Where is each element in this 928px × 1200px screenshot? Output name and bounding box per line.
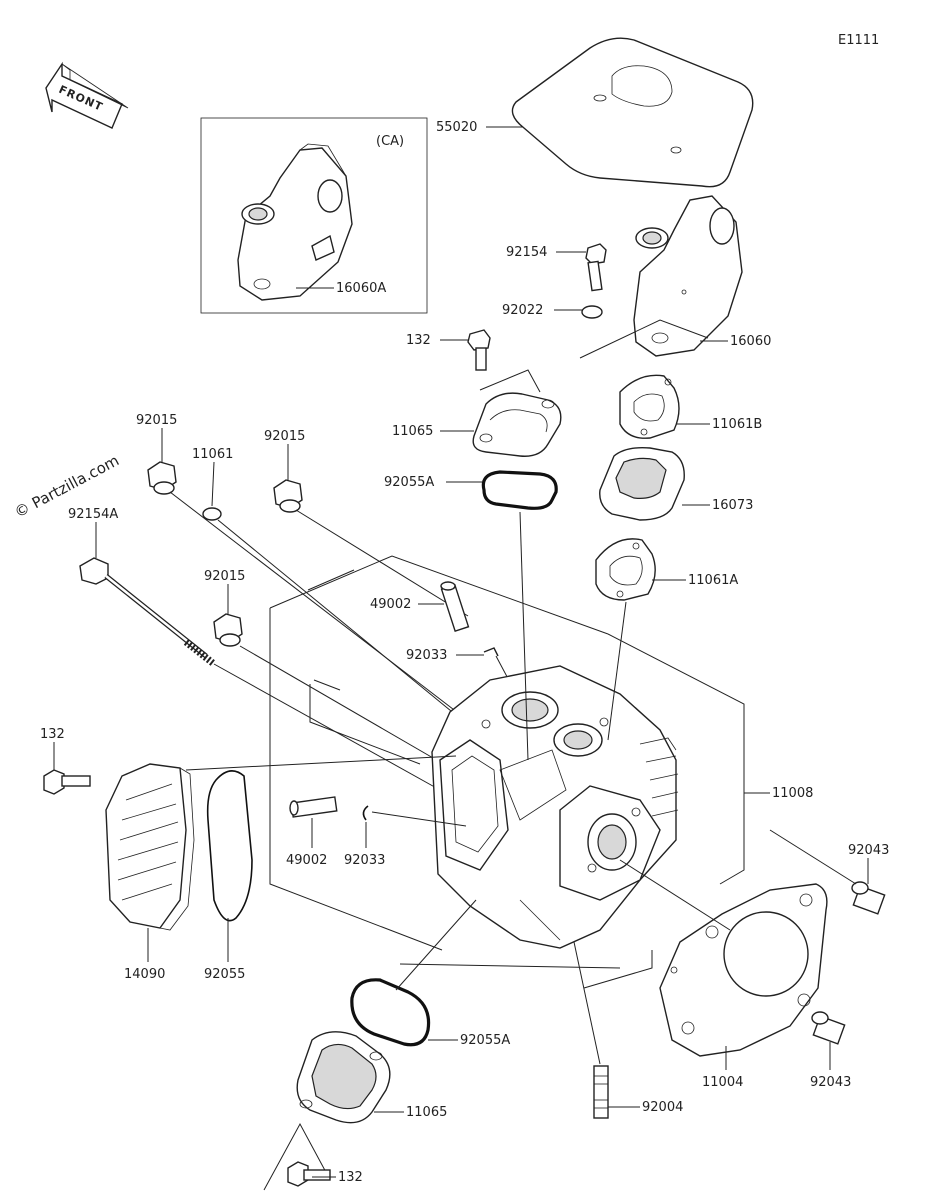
part-11004-label: 11004 [702, 1075, 743, 1090]
part-92004-label: 92004 [642, 1100, 683, 1115]
part-92043-upper-label: 92043 [848, 843, 889, 858]
front-arrow-icon: FRONT [45, 61, 129, 129]
cap-nut-92015-left-drawing [147, 461, 177, 495]
rocker-shaft-49002-lower-drawing [289, 796, 338, 818]
bolt-92154-drawing [585, 243, 607, 292]
dowel-92043-upper-drawing [851, 881, 886, 915]
part-11065-lower-label: 11065 [406, 1105, 447, 1120]
part-132-upper-label: 132 [406, 333, 431, 348]
part-92015-lower-label: 92015 [204, 569, 245, 584]
diagram-code: E1111 [838, 33, 879, 48]
stud-92004-drawing [593, 1065, 609, 1119]
part-92154-label: 92154 [506, 245, 547, 260]
intake-pipe-ca-drawing [237, 143, 353, 301]
part-92154A-label: 92154A [68, 507, 118, 522]
bolt-132-upper-drawing [467, 329, 491, 371]
part-92055A-lower-label: 92055A [460, 1033, 510, 1048]
part-16073-label: 16073 [712, 498, 753, 513]
variant-box [200, 117, 428, 314]
gasket-92055-drawing [206, 770, 253, 922]
gasket-sheet-55020 [511, 37, 754, 188]
gasket-11061A-drawing [595, 538, 656, 601]
cylinder-head-11008-drawing [431, 665, 679, 949]
washer-92022-drawing [581, 305, 603, 319]
part-55020-label: 55020 [436, 120, 477, 135]
part-92022-label: 92022 [502, 303, 543, 318]
bolt-132-bottom-drawing [287, 1161, 331, 1187]
side-cover-14090-drawing [105, 763, 195, 931]
oring-92055A-upper-drawing [481, 470, 558, 510]
cap-nut-92015-lower-drawing [213, 613, 243, 647]
part-11065-upper-label: 11065 [392, 424, 433, 439]
part-16060-label: 16060 [730, 334, 771, 349]
cover-11065-lower-drawing [296, 1031, 391, 1124]
part-92015-left-label: 92015 [136, 413, 177, 428]
part-92033-upper-label: 92033 [406, 648, 447, 663]
cover-11065-upper-drawing [472, 392, 562, 457]
part-14090-label: 14090 [124, 967, 165, 982]
part-92055-label: 92055 [204, 967, 245, 982]
part-132-left-label: 132 [40, 727, 65, 742]
part-92033-lower-label: 92033 [344, 853, 385, 868]
part-11061-label: 11061 [192, 447, 233, 462]
part-92015-mid-label: 92015 [264, 429, 305, 444]
stud-bolt-92154A-drawing [79, 557, 217, 667]
bolt-132-left-drawing [43, 769, 91, 795]
part-11061B-label: 11061B [712, 417, 762, 432]
spacer-16073-drawing [599, 446, 685, 521]
assembly-outline [269, 555, 745, 989]
part-49002-lower-label: 49002 [286, 853, 327, 868]
washer-11061-drawing [202, 507, 222, 521]
rocker-shaft-49002-upper-drawing [440, 581, 470, 632]
part-16060A-label: 16060A [336, 281, 386, 296]
part-92043-lower-label: 92043 [810, 1075, 851, 1090]
variant-box-label: (CA) [376, 134, 404, 149]
part-11008-label: 11008 [772, 786, 813, 801]
part-132-bottom-label: 132 [338, 1170, 363, 1185]
part-49002-upper-label: 49002 [370, 597, 411, 612]
gasket-11061B-drawing [619, 374, 680, 439]
clip-92033-lower-drawing [362, 805, 369, 821]
clip-92033-upper-drawing [483, 647, 499, 657]
part-92055A-upper-label: 92055A [384, 475, 434, 490]
oring-92055A-lower-drawing [350, 978, 431, 1047]
intake-pipe-16060-drawing [633, 195, 743, 357]
part-11061A-label: 11061A [688, 573, 738, 588]
cap-nut-92015-mid-drawing [273, 479, 303, 513]
head-gasket-11004-drawing [659, 883, 828, 1057]
dowel-92043-lower-drawing [811, 1011, 846, 1045]
